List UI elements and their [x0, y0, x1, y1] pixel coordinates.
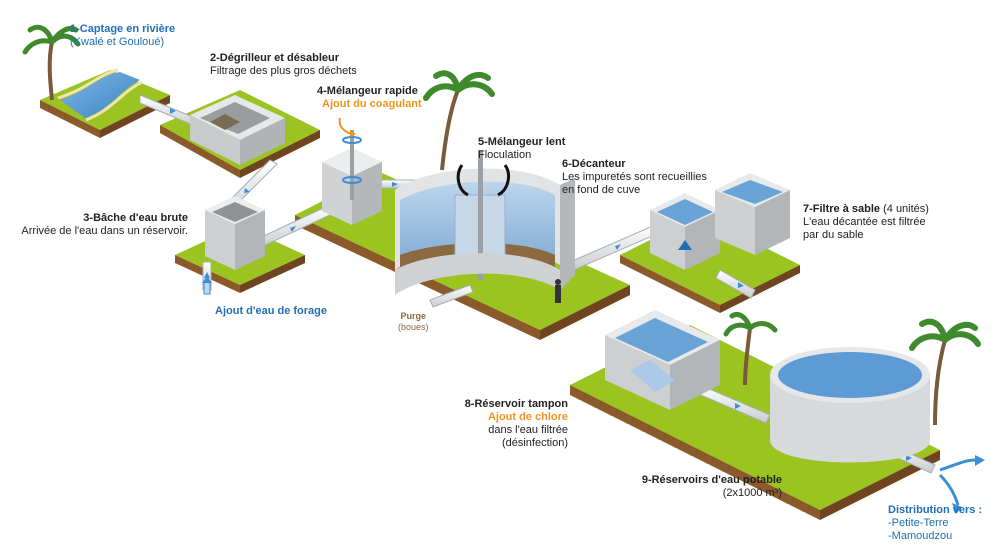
label-sub: Floculation — [478, 149, 532, 161]
label-number: 1- — [70, 23, 80, 35]
label-bache: 3-Bâche d'eau brute Arrivée de l'eau dan… — [21, 212, 188, 238]
purge-title: Purge — [400, 311, 427, 321]
flow-arrows — [170, 108, 912, 461]
distribution-item: -Petite-Terre — [888, 517, 949, 529]
label-forage: Ajout d'eau de forage — [215, 305, 327, 318]
label-number: 9- — [641, 474, 652, 486]
sand-filter-structure — [650, 173, 790, 270]
tampon-structure — [605, 310, 720, 410]
distribution-item: -Mamoudzou — [888, 530, 953, 542]
distribution-arrowheads — [952, 455, 985, 514]
palm-tree-icon — [22, 24, 981, 426]
label-sub: Les impuretés sont recueillies — [562, 171, 707, 183]
mixer-structure — [322, 117, 382, 225]
label-captage: 1-Captage en rivière (Kwalé et Gouloué) — [70, 23, 175, 49]
label-title: Mélangeur lent — [487, 136, 566, 148]
degrilleur-structure — [190, 95, 285, 165]
label-filtre: 7-Filtre à sable (4 unités) L'eau décant… — [803, 203, 929, 242]
forage-text: Ajout d'eau de forage — [215, 305, 328, 317]
label-sub: par du sable — [803, 229, 864, 241]
coagulant-note: Ajout du coagulant — [322, 98, 422, 110]
label-reservoirs: 9-Réservoirs d'eau potable (2x1000 m³) — [642, 474, 782, 500]
label-distribution: Distribution vers : -Petite-Terre -Mamou… — [888, 504, 982, 543]
label-sub: en fond de cuve — [562, 184, 641, 196]
label-purge: Purge (boues) — [398, 311, 429, 333]
label-sub: Filtrage des plus gros déchets — [210, 65, 357, 77]
purge-sub: (boues) — [398, 322, 429, 332]
decanter-structure — [395, 150, 575, 303]
label-number: 6- — [562, 158, 572, 170]
label-sub: (Kwalé et Gouloué) — [70, 36, 165, 48]
label-title: Bâche d'eau brute — [93, 212, 188, 224]
distribution-arrows — [938, 458, 976, 506]
label-sub: (désinfection) — [501, 437, 568, 449]
label-number: 3- — [83, 212, 94, 224]
label-title: Réservoir tampon — [474, 398, 568, 410]
label-title: Filtre à sable — [812, 203, 881, 215]
river — [57, 68, 143, 122]
label-tampon: 8-Réservoir tampon Ajout de chlore dans … — [465, 398, 568, 450]
forage-arrow — [202, 276, 212, 295]
label-number: 8- — [464, 398, 475, 410]
label-sub: dans l'eau filtrée — [488, 424, 568, 436]
label-melangeur-lent: 5-Mélangeur lent Floculation — [478, 136, 565, 162]
label-extra: (4 unités) — [880, 203, 929, 215]
label-number: 7- — [803, 203, 813, 215]
bache-structure — [205, 196, 265, 270]
label-title: Mélangeur rapide — [326, 85, 418, 97]
label-decanteur: 6-Décanteur Les impuretés sont recueilli… — [562, 158, 707, 197]
chlore-note: Ajout de chlore — [487, 411, 568, 423]
label-title: Dégrilleur et désableur — [219, 52, 339, 64]
label-title: Réservoirs d'eau potable — [651, 474, 782, 486]
label-number: 5- — [478, 136, 488, 148]
label-melangeur-rapide: 4-Mélangeur rapide Ajout du coagulant — [317, 85, 422, 111]
distribution-title: Distribution vers : — [888, 504, 983, 516]
label-sub: Arrivée de l'eau dans un réservoir. — [21, 225, 188, 237]
label-title: Décanteur — [571, 158, 626, 170]
label-sub: L'eau décantée est filtrée — [803, 216, 926, 228]
label-sub: (2x1000 m³) — [722, 487, 782, 499]
label-number: 4- — [317, 85, 327, 97]
label-number: 2- — [210, 52, 220, 64]
reservoir-structure — [770, 347, 930, 463]
label-title: Captage en rivière — [79, 23, 176, 35]
label-degrilleur: 2-Dégrilleur et désableur Filtrage des p… — [210, 52, 357, 78]
